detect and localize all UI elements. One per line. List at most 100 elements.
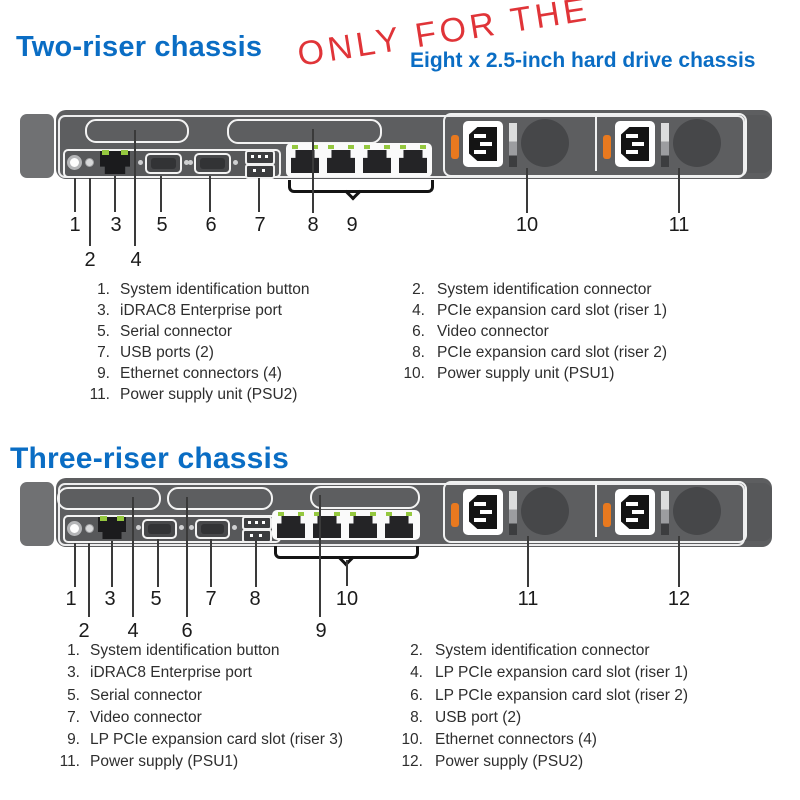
legend-number: 6. [412,323,425,340]
idrac-led-icon [117,516,124,521]
serial-connector-icon [145,153,182,174]
legend-row: 3.iDRAC8 Enterprise port [78,302,310,323]
legend-row: 10.Ethernet connectors (4) [390,731,688,753]
legend-number: 2. [410,642,423,659]
serial-connector-icon [142,519,177,539]
idrac-led-icon [102,150,109,155]
legend-label: USB ports (2) [120,344,214,361]
legend-label: USB port (2) [435,708,522,726]
callout-line [132,497,134,617]
ethernet-port-icon [349,516,377,538]
callout-line [111,541,113,587]
screw-icon [232,525,237,530]
legend-right-column: 2.System identification connector 4.LP P… [390,642,688,776]
legend-row: 5.Serial connector [78,323,310,344]
usb-port-icon [242,529,272,543]
ethernet-port-icon [277,516,305,538]
psu-latch-icon [603,135,611,159]
psu-fan-icon [521,119,569,167]
ethernet-led-icon [334,512,340,516]
pcie-riser3-slot [310,486,420,509]
callout-line [134,130,136,246]
legend-row: 9.Ethernet connectors (4) [78,365,310,386]
psu-handle-strip [661,491,669,535]
legend-row: 11.Power supply (PSU1) [50,753,343,775]
inlet-pin [480,510,492,514]
section1-title: Two-riser chassis [16,31,263,63]
legend-number: 11. [59,753,80,771]
callout-number: 4 [130,249,142,271]
legend-row: 4.LP PCIe expansion card slot (riser 1) [390,664,688,686]
callout-line [160,176,162,212]
legend-row: 2.System identification connector [390,642,688,664]
callout-line [88,543,90,617]
psu-divider [595,115,597,171]
inlet-pin [632,510,644,514]
callout-number: 7 [205,588,217,610]
callout-line [114,176,116,212]
legend-right-column: 2.System identification connector 4.PCIe… [392,281,667,386]
inlet-pin [474,150,486,154]
callout-number: 8 [307,214,319,236]
screw-icon [138,160,143,165]
ethernet-led-icon [406,512,412,516]
psu-handle-strip [661,123,669,167]
psu-divider [595,483,597,537]
legend-left-column: 1.System identification button 3.iDRAC8 … [78,281,310,407]
callout-number: 7 [254,214,266,236]
pcie-riser1-slot [57,487,161,510]
callout-number: 9 [315,620,327,642]
callout-number: 3 [104,588,116,610]
ethernet-led-icon [400,145,406,149]
inlet-pin [632,142,644,146]
legend-label: PCIe expansion card slot (riser 1) [437,302,668,319]
legend-row: 6.LP PCIe expansion card slot (riser 2) [390,687,688,709]
legend-number: 7. [67,708,80,726]
legend-row: 8.USB port (2) [390,709,688,731]
pcie-riser1-slot [85,119,189,143]
callout-number: 9 [346,214,358,236]
legend-label: LP PCIe expansion card slot (riser 1) [435,664,688,682]
callout-number: 2 [78,620,90,642]
section1-subtitle: Eight x 2.5-inch hard drive chassis [410,49,756,72]
psu-bay [443,113,747,177]
callout-number: 6 [181,620,193,642]
inlet-pin [626,134,638,138]
callout-line [527,536,529,587]
legend-row: 1.System identification button [78,281,310,302]
screw-icon [233,160,238,165]
inlet-pin [626,150,638,154]
ethernet-group-bracket [274,546,419,559]
section2-title: Three-riser chassis [10,442,289,475]
system-id-button-icon [67,155,82,170]
legend-number: 3. [97,302,110,319]
psu-latch-icon [451,135,459,159]
legend-label: Power supply unit (PSU2) [120,386,298,403]
psu-latch-icon [451,503,459,527]
legend-number: 7. [97,344,110,361]
callout-number: 11 [517,588,539,610]
legend-number: 2. [412,281,425,298]
inlet-pin [474,518,486,522]
legend-label: LP PCIe expansion card slot (riser 3) [90,731,343,749]
legend-label: System identification button [90,642,280,659]
psu-handle-strip [509,491,517,535]
legend-row: 8.PCIe expansion card slot (riser 2) [392,344,667,365]
chassis-right-cap [745,115,772,173]
legend-row: 10.Power supply unit (PSU1) [392,365,667,386]
ethernet-led-icon [386,512,392,516]
legend-label: Ethernet connectors (4) [435,731,597,749]
legend-label: Power supply unit (PSU1) [437,365,615,382]
legend-label: System identification button [120,281,310,298]
legend-label: Ethernet connectors (4) [120,365,282,382]
callout-line [255,541,257,587]
legend-row: 5.Serial connector [50,687,343,709]
inlet-pin [474,502,486,506]
ethernet-led-icon [350,512,356,516]
ethernet-led-icon [292,145,298,149]
legend-row: 4.PCIe expansion card slot (riser 1) [392,302,667,323]
ethernet-port-icon [363,150,391,173]
